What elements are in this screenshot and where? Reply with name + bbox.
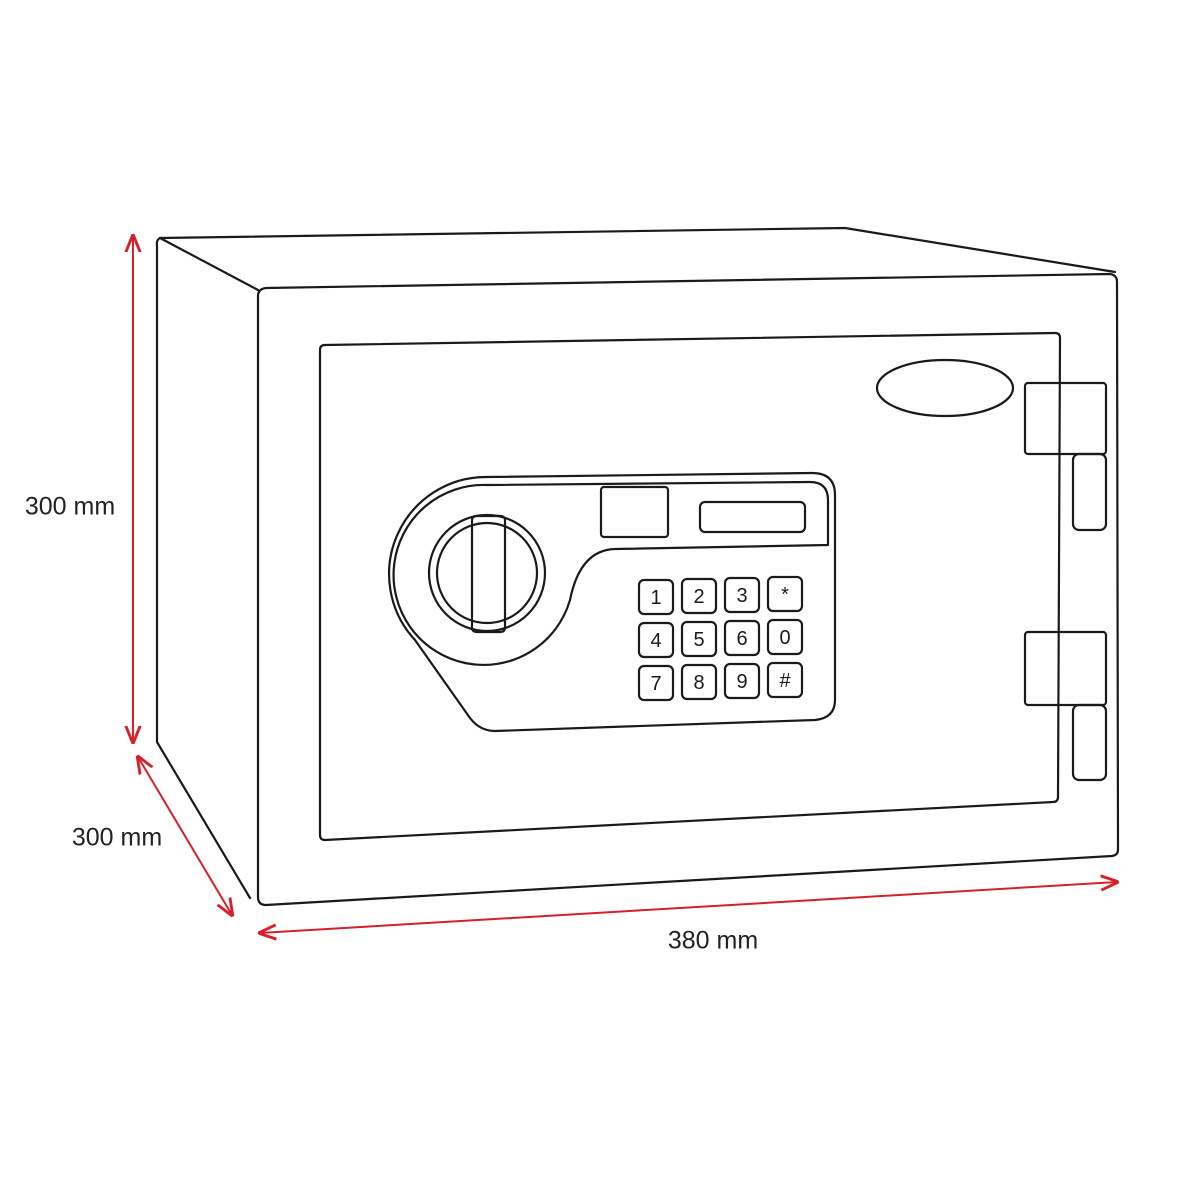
keypad-key-label: 0 — [779, 627, 790, 649]
keypad-key-label: 7 — [650, 673, 661, 695]
keypad-key[interactable]: # — [766, 661, 804, 699]
dial-handle[interactable] — [470, 514, 507, 634]
logo-plate — [875, 358, 1015, 418]
keypad-key-button[interactable] — [680, 620, 718, 658]
keypad: 1 2 3 * 4 5 6 0 7 8 9 # — [637, 575, 804, 702]
keypad-key[interactable]: * — [766, 575, 804, 613]
keypad-key[interactable]: 2 — [680, 577, 718, 615]
keypad-key-label: 8 — [693, 672, 704, 694]
hinge-upper — [1023, 381, 1108, 456]
keypad-key-button[interactable] — [680, 663, 718, 701]
width-dimension-line — [260, 882, 1117, 933]
lock-panel: 1 2 3 * 4 5 6 0 7 8 9 # — [387, 471, 837, 733]
keypad-key[interactable]: 3 — [723, 576, 761, 614]
hinge-upper-pin — [1071, 452, 1108, 532]
keypad-key-button[interactable] — [766, 661, 804, 699]
keypad-key-label: 9 — [736, 671, 747, 693]
keypad-key-label: * — [781, 584, 789, 606]
keypad-key-button[interactable] — [723, 662, 761, 700]
keypad-key-button[interactable] — [766, 575, 804, 613]
override-cover[interactable] — [599, 485, 670, 539]
safe-door — [318, 331, 1062, 842]
keypad-key-label: 1 — [650, 587, 661, 609]
dial-ring-inner — [435, 521, 539, 625]
height-label: 300 mm — [24, 492, 116, 521]
keypad-key[interactable]: 8 — [680, 663, 718, 701]
hinge-lower — [1023, 630, 1108, 707]
keypad-key-button[interactable] — [680, 577, 718, 615]
safe-left-side — [155, 236, 252, 900]
lock-panel-inner-line — [392, 480, 830, 667]
safe-body — [155, 226, 1120, 907]
keypad-key-button[interactable] — [766, 618, 804, 656]
safe-front-face — [256, 272, 1120, 907]
keypad-key[interactable]: 7 — [637, 664, 675, 702]
display-window — [698, 500, 807, 534]
hinges — [1023, 381, 1108, 782]
keypad-key-label: 3 — [736, 585, 747, 607]
keypad-key-button[interactable] — [723, 619, 761, 657]
keypad-key[interactable]: 6 — [723, 619, 761, 657]
keypad-key[interactable]: 1 — [637, 578, 675, 616]
dial-ring-outer — [427, 513, 547, 633]
keypad-key-label: # — [779, 670, 791, 692]
keypad-key-label: 6 — [736, 628, 747, 650]
keypad-key[interactable]: 9 — [723, 662, 761, 700]
keypad-key[interactable]: 0 — [766, 618, 804, 656]
safe-top — [158, 226, 1117, 292]
keypad-key-button[interactable] — [637, 621, 675, 659]
keypad-key[interactable]: 4 — [637, 621, 675, 659]
keypad-key-label: 2 — [693, 586, 704, 608]
keypad-key-button[interactable] — [637, 578, 675, 616]
lock-panel-outline — [387, 471, 837, 733]
width-label: 380 mm — [667, 926, 759, 955]
depth-label: 300 mm — [71, 823, 163, 852]
keypad-key-label: 5 — [693, 629, 704, 651]
keypad-key[interactable]: 5 — [680, 620, 718, 658]
keypad-key-label: 4 — [650, 630, 661, 652]
depth-dimension-line — [138, 757, 232, 915]
keypad-key-button[interactable] — [723, 576, 761, 614]
hinge-lower-pin — [1071, 703, 1108, 782]
keypad-key-button[interactable] — [637, 664, 675, 702]
